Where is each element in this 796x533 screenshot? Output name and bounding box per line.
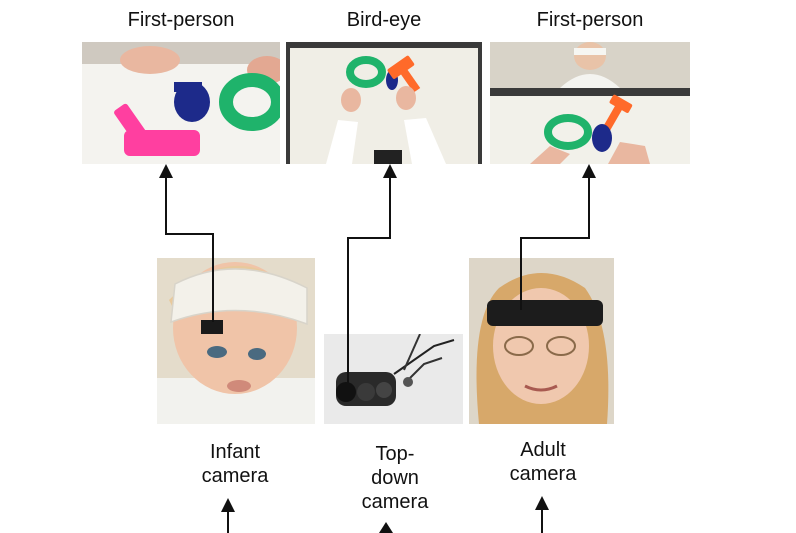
camera-label-infant-line1: Infant <box>209 441 261 463</box>
arrowhead-topdown-bottom <box>379 522 393 533</box>
infant-view-image <box>82 42 280 164</box>
infant-photo <box>157 258 315 424</box>
birdeye-view-image <box>286 42 482 164</box>
adult-photo <box>469 258 614 424</box>
adult-view-image <box>490 42 690 164</box>
camera-label-adult-line2: camera <box>509 463 577 485</box>
camera-label-infant-line2: camera <box>201 465 269 487</box>
topdown-camera-photo <box>324 334 463 424</box>
arrowhead-infant-view <box>159 164 173 178</box>
view-label-adult: First-person <box>536 9 644 31</box>
camera-label-topdown-line1: Top- <box>375 443 415 465</box>
camera-label-topdown-line3: camera <box>361 491 429 513</box>
camera-label-infant: Infant camera <box>170 440 300 488</box>
camera-label-topdown: Top- down camera <box>330 442 460 514</box>
camera-label-adult-line1: Adult <box>520 439 566 461</box>
arrowhead-adult-bottom <box>535 496 549 510</box>
arrowhead-topdown-view <box>383 164 397 178</box>
arrowhead-adult-view <box>582 164 596 178</box>
view-label-infant: First-person <box>127 9 235 31</box>
arrowhead-infant-bottom <box>221 498 235 512</box>
camera-label-adult: Adult camera <box>478 438 608 486</box>
camera-label-topdown-line2: down <box>371 467 419 489</box>
view-label-topdown: Bird-eye <box>346 9 422 31</box>
